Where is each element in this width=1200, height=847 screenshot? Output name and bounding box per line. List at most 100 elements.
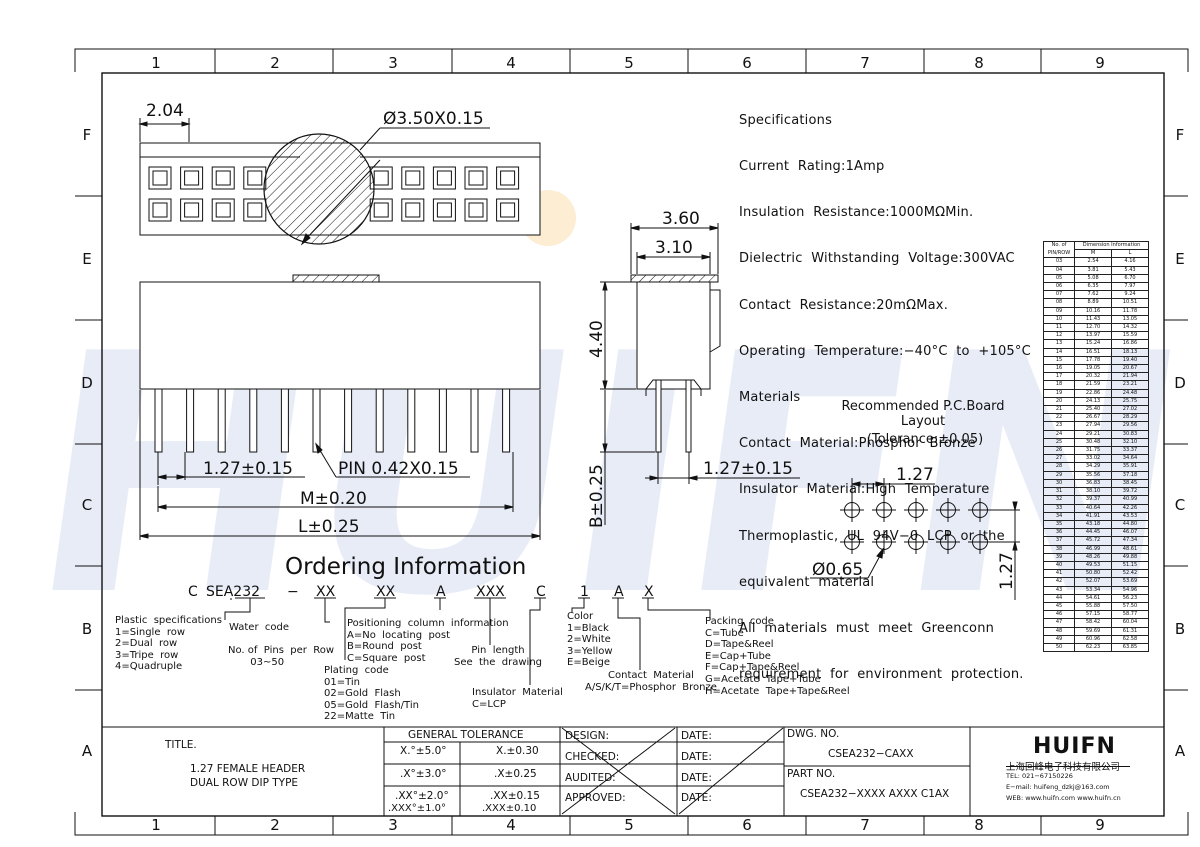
date-label: DATE: xyxy=(681,751,712,763)
company-tel: TEL: 021−67150226 xyxy=(1006,772,1073,780)
spec-line: All materials must meet Greenconn xyxy=(739,621,995,637)
table-cell-m: 49.53 xyxy=(1074,560,1113,571)
table-cell-m: 22.86 xyxy=(1074,388,1113,398)
contact-pad xyxy=(464,166,488,190)
code-dash: − xyxy=(287,584,299,600)
table-cell-m: 20.32 xyxy=(1074,372,1113,382)
ordering-insulator: Insulator Material C=LCP xyxy=(472,687,563,710)
contact-pad xyxy=(401,198,425,222)
table-cell-m: 54.61 xyxy=(1074,593,1113,603)
table-cell-pin: 25 xyxy=(1042,437,1076,448)
table-cell-pin: 27 xyxy=(1042,454,1076,464)
dim-pcb-row: 1.27 xyxy=(997,552,1017,590)
ordering-packing: Packing code C=Tube D=Tape&Reel E=Cap+Tu… xyxy=(705,616,850,697)
checked-label: CHECKED: xyxy=(565,751,620,763)
table-cell-l: 10.51 xyxy=(1111,298,1149,308)
dim-2-04: 2.04 xyxy=(146,101,184,121)
col-label: 4 xyxy=(506,816,516,834)
col-label: 9 xyxy=(1095,816,1105,834)
table-cell-l: 51.15 xyxy=(1111,560,1149,571)
contact-pad-inner xyxy=(373,202,389,218)
table-cell-l: 32.10 xyxy=(1111,437,1149,448)
table-cell-m: 55.88 xyxy=(1074,601,1113,612)
dim-l: L±0.25 xyxy=(298,517,360,537)
table-cell-l: 58.77 xyxy=(1111,610,1149,620)
col-label: 7 xyxy=(860,816,870,834)
contact-pad-inner xyxy=(152,170,168,186)
dim-pcb-pitch: 1.27 xyxy=(896,465,934,485)
table-header-pin-2: PIN/ROW xyxy=(1042,249,1076,259)
table-cell-m: 62.23 xyxy=(1074,642,1113,653)
table-cell-l: 4.16 xyxy=(1111,257,1149,267)
table-cell-m: 12.70 xyxy=(1074,323,1113,333)
table-cell-pin: 40 xyxy=(1042,560,1076,571)
spec-line: Current Rating:1Amp xyxy=(739,159,885,175)
table-cell-l: 6.70 xyxy=(1111,273,1149,284)
ordering-pinlen: Pin length See the drawing xyxy=(454,645,543,668)
ordering-color: Color 1=Black 2=White 3=Yellow E=Beige xyxy=(567,611,613,669)
table-cell-m: 33.02 xyxy=(1074,454,1113,464)
table-cell-pin: 28 xyxy=(1042,462,1076,472)
contact-pad xyxy=(148,166,172,190)
company-logo: HUIFN xyxy=(1033,734,1116,759)
contact-pad xyxy=(243,198,267,222)
approved-label: APPROVED: xyxy=(565,792,626,804)
row-label: C xyxy=(1175,496,1185,514)
contact-pad-inner xyxy=(436,170,452,186)
row-label: B xyxy=(82,620,92,638)
row-label: A xyxy=(1175,742,1186,760)
table-cell-m: 57.15 xyxy=(1074,610,1113,620)
table-cell-m: 8.89 xyxy=(1074,298,1113,308)
table-cell-m: 13.97 xyxy=(1074,331,1113,341)
table-cell-m: 29.21 xyxy=(1074,429,1113,439)
company-email: E−mail: huifeng_dzkj@163.com xyxy=(1006,783,1110,791)
grid-ticks xyxy=(75,49,1188,835)
tol-linear-1: .X±0.25 xyxy=(494,768,537,780)
col-label: 6 xyxy=(742,816,752,834)
table-cell-pin: 49 xyxy=(1042,634,1076,644)
tol-angle-2: .XX°±2.0° xyxy=(395,790,449,802)
part-no-value: CSEA232−XXXX AXXX C1AX xyxy=(800,788,950,800)
table-cell-l: 11.78 xyxy=(1111,306,1149,316)
contact-pad-inner xyxy=(405,202,421,218)
title-line-2: DUAL ROW DIP TYPE xyxy=(190,777,299,789)
ordering-plastic: Plastic specifications 1=Single row 2=Du… xyxy=(115,615,222,673)
spec-line: Dielectric Withstanding Voltage:300VAC xyxy=(739,251,1015,267)
contact-pad xyxy=(496,166,520,190)
spec-line: Specifications xyxy=(739,112,833,128)
part-no-label: PART NO. xyxy=(787,768,836,780)
table-cell-l: 7.97 xyxy=(1111,282,1149,292)
table-cell-l: 62.58 xyxy=(1111,634,1149,644)
table-cell-pin: 24 xyxy=(1042,429,1076,439)
table-cell-m: 24.13 xyxy=(1074,396,1113,407)
ordering-positioning: Positioning column information A=No loca… xyxy=(347,618,509,664)
frame-corners xyxy=(74,48,1189,836)
spec-line: Insulator Material:High Temperature xyxy=(739,482,990,498)
table-cell-l: 49.88 xyxy=(1111,552,1149,562)
dim-pitch-front: 1.27±0.15 xyxy=(203,459,293,479)
contact-pad xyxy=(148,198,172,222)
table-cell-pin: 13 xyxy=(1042,339,1076,349)
col-label: 3 xyxy=(388,54,398,72)
table-cell-pin: 50 xyxy=(1042,642,1076,653)
spec-line: requirement for environment protection. xyxy=(739,667,1024,683)
dim-3-60: 3.60 xyxy=(662,209,700,229)
specifications-block: Specifications Current Rating:1Amp Insul… xyxy=(739,82,1031,698)
table-cell-m: 38.10 xyxy=(1074,487,1113,497)
table-cell-l: 53.69 xyxy=(1111,577,1149,587)
row-label: A xyxy=(82,742,93,760)
date-label: DATE: xyxy=(681,772,712,784)
table-cell-l: 52.42 xyxy=(1111,569,1149,579)
contact-pad-inner xyxy=(247,202,263,218)
